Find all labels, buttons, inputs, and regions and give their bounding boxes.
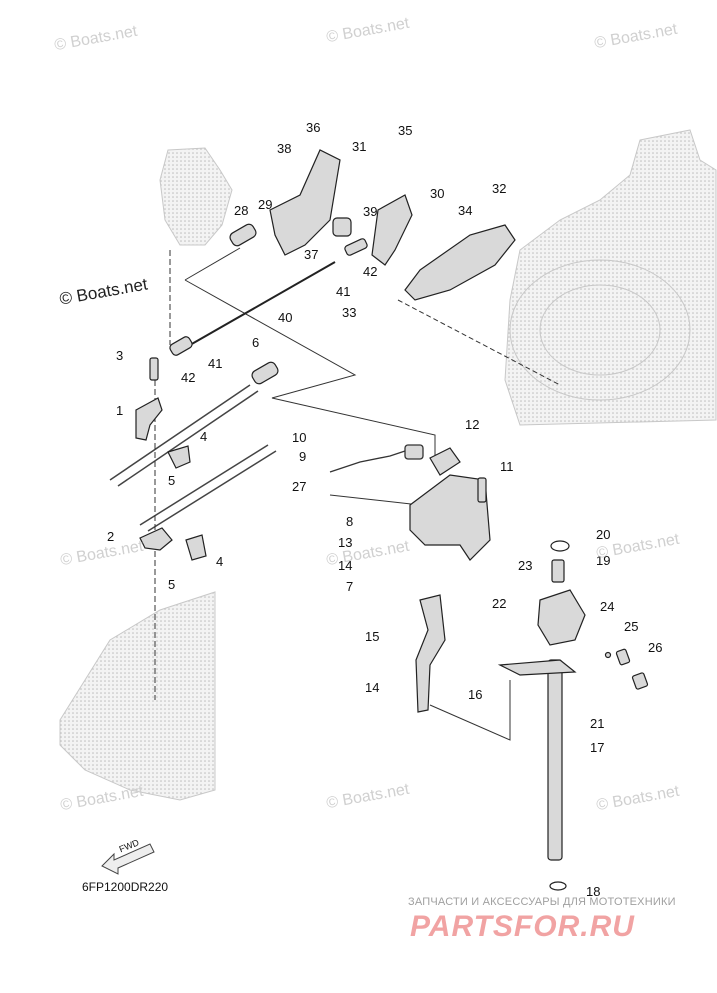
callout-9: 9 [299, 449, 307, 464]
callout-5a: 5 [168, 473, 176, 488]
callout-30: 30 [430, 186, 445, 201]
callout-25: 25 [624, 619, 639, 634]
callout-8: 8 [346, 514, 354, 529]
callout-6: 6 [252, 335, 260, 350]
cable-brackets [135, 357, 207, 561]
engine-block-ghost [504, 129, 717, 426]
callout-40: 40 [278, 310, 293, 325]
callout-1: 1 [116, 403, 124, 418]
shop-logo: PARTSFOR.RU [410, 910, 635, 943]
shop-tagline: ЗАПЧАСТИ И АКСЕССУАРЫ ДЛЯ МОТОТЕХНИКИ [408, 896, 676, 908]
callout-38: 38 [277, 141, 292, 156]
cowling-ghost [59, 591, 216, 801]
lever-15 [415, 594, 446, 713]
callout-11: 11 [500, 459, 514, 474]
adjust-screw-parts [604, 648, 649, 690]
callout-10: 10 [292, 430, 307, 445]
callout-18: 18 [586, 884, 601, 899]
callout-14b: 14 [365, 680, 380, 695]
cable-27 [329, 444, 424, 473]
callout-31: 31 [352, 139, 367, 154]
callout-36: 36 [306, 120, 321, 135]
callout-4a: 4 [200, 429, 208, 444]
rod-40 [189, 261, 336, 346]
callout-23: 23 [518, 558, 533, 573]
callout-42a: 42 [181, 370, 196, 385]
lever-bracket [409, 447, 491, 561]
link-parts [169, 149, 516, 385]
callout-26: 26 [648, 640, 663, 655]
drawing-code: 6FP1200DR220 [82, 880, 169, 894]
throttle-cables [109, 384, 277, 532]
fwd-arrow-icon [101, 843, 155, 875]
callout-13: 13 [338, 535, 353, 550]
callout-28: 28 [234, 203, 249, 218]
callout-4b: 4 [216, 554, 224, 569]
callout-34: 34 [458, 203, 473, 218]
starter-ghost [159, 147, 233, 246]
callout-39: 39 [363, 204, 378, 219]
callout-17: 17 [590, 740, 605, 755]
callout-33: 33 [342, 305, 357, 320]
callout-19: 19 [596, 553, 611, 568]
callout-22: 22 [492, 596, 507, 611]
callout-27: 27 [292, 479, 307, 494]
callout-41b: 41 [336, 284, 351, 299]
callout-7: 7 [346, 579, 354, 594]
callout-5b: 5 [168, 577, 176, 592]
callout-24: 24 [600, 599, 615, 614]
callout-21: 21 [590, 716, 605, 731]
callout-16: 16 [468, 687, 483, 702]
callout-42b: 42 [363, 264, 378, 279]
callout-29: 29 [258, 197, 273, 212]
callout-14a: 14 [338, 558, 353, 573]
callout-32: 32 [492, 181, 507, 196]
callout-12: 12 [465, 417, 480, 432]
callout-15: 15 [365, 629, 380, 644]
leader-lines [154, 247, 561, 741]
callout-35: 35 [398, 123, 413, 138]
callout-3: 3 [116, 348, 124, 363]
callout-37: 37 [304, 247, 319, 262]
callout-20: 20 [596, 527, 611, 542]
shaft-17 [497, 540, 586, 891]
callout-41a: 41 [208, 356, 223, 371]
callout-2: 2 [107, 529, 115, 544]
